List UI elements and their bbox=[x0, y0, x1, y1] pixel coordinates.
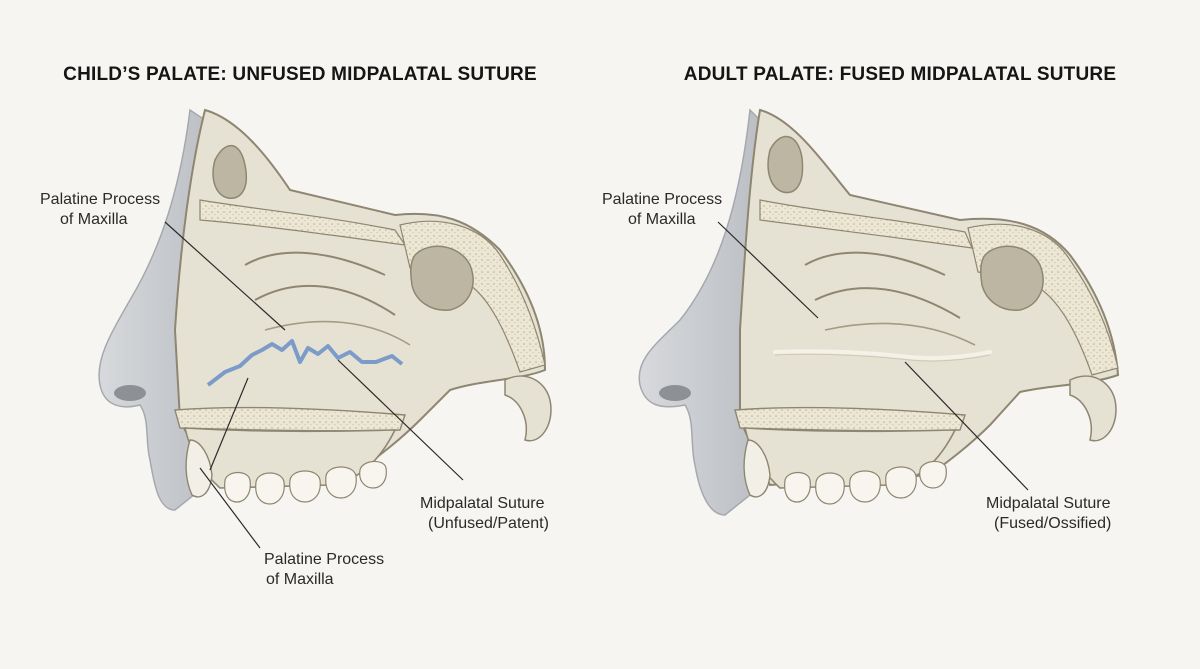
child-sphenoid-sinus bbox=[410, 245, 474, 311]
child-skull-illustration bbox=[98, 108, 552, 549]
adult-fused-suture-shadow bbox=[774, 353, 991, 362]
child-upper-process-leader bbox=[164, 221, 286, 331]
adult-frontal-sinus bbox=[767, 135, 804, 194]
child-palate-panel: CHILD’S PALATE: UNFUSED MIDPALATAL SUTUR… bbox=[40, 64, 552, 588]
adult-maxilla-body bbox=[739, 108, 1120, 487]
adult-fused-suture bbox=[773, 349, 992, 361]
child-panel-title: CHILD’S PALATE: UNFUSED MIDPALATAL SUTUR… bbox=[63, 64, 537, 85]
adult-palate-panel: ADULT PALATE: FUSED MIDPALATAL SUTURE bbox=[600, 0, 1200, 669]
adult-teeth-row bbox=[784, 460, 947, 505]
child-middle-concha bbox=[254, 284, 396, 316]
adult-skull-illustration bbox=[638, 108, 1120, 516]
adult-nostril bbox=[659, 385, 691, 401]
adult-suture-label: Midpalatal Suture (Fused/Ossified) bbox=[986, 495, 1112, 532]
child-incisor-tooth bbox=[185, 439, 213, 498]
child-pterygoid-process bbox=[504, 375, 552, 442]
adult-sphenoid-sinus bbox=[980, 245, 1044, 311]
child-nostril bbox=[114, 385, 146, 401]
child-suture-leader bbox=[337, 359, 464, 481]
child-suture-label: Midpalatal Suture (Unfused/Patent) bbox=[420, 495, 549, 532]
child-lower-process-leader-a bbox=[199, 467, 261, 549]
child-lower-process-label: Palatine Process of Maxilla bbox=[264, 551, 385, 588]
child-superior-concha bbox=[244, 251, 386, 276]
adult-incisor-tooth bbox=[743, 439, 771, 498]
child-upper-process-label: Palatine Process of Maxilla bbox=[40, 191, 161, 228]
adult-panel-title: ADULT PALATE: FUSED MIDPALATAL SUTURE bbox=[683, 64, 1117, 85]
adult-suture-leader bbox=[904, 361, 1029, 491]
adult-upper-process-label: Palatine Process of Maxilla bbox=[602, 191, 723, 228]
child-unfused-suture bbox=[206, 339, 404, 387]
adult-superior-concha bbox=[804, 251, 946, 276]
child-frontal-sinus bbox=[212, 144, 247, 199]
adult-pterygoid-process bbox=[1069, 375, 1117, 442]
adult-upper-process-leader bbox=[717, 221, 819, 319]
child-maxilla-body bbox=[173, 108, 547, 482]
child-lower-process-leader-b bbox=[209, 377, 249, 471]
adult-inferior-concha bbox=[824, 322, 976, 346]
child-inferior-concha bbox=[264, 320, 411, 346]
child-teeth-row bbox=[224, 460, 387, 505]
adult-middle-concha bbox=[814, 287, 961, 319]
